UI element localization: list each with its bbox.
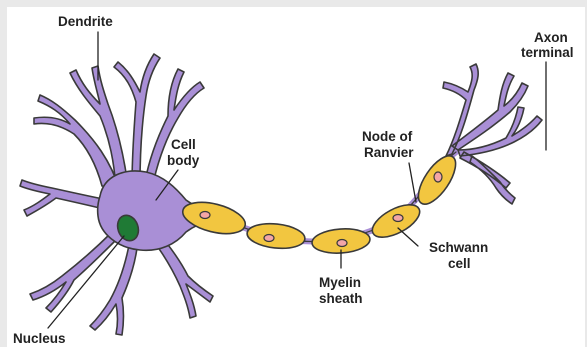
myelin-segment-2 [246,221,306,251]
label-cell-body-1: Cell [171,137,196,152]
label-cell-body-2: body [167,153,200,168]
label-node-1: Node of [362,129,413,144]
dendrite-upper-right [144,69,204,188]
label-schwann-2: cell [448,256,471,271]
label-schwann-1: Schwann [429,240,488,255]
schwann-nucleus-2 [264,235,274,242]
label-axon-terminal-1: Axon [534,30,568,45]
schwann-nucleus-5 [434,172,442,182]
label-myelin-2: sheath [319,291,363,306]
axon-terminal-branches [443,64,542,204]
dendrite-left [20,180,108,216]
label-myelin-1: Myelin [319,275,361,290]
schwann-nucleus-3 [337,240,347,247]
dendrite-lower-left [30,232,118,312]
label-axon-terminal-2: terminal [521,45,574,60]
label-dendrite: Dendrite [58,14,113,29]
schwann-nucleus-1 [200,212,210,219]
myelin-sheath-segments [180,150,463,255]
schwann-nucleus-4 [393,215,403,222]
leader-node [409,163,416,202]
leader-schwann [398,228,418,246]
label-node-2: Ranvier [364,145,414,160]
axon-terminals [443,64,542,204]
label-nucleus: Nucleus [13,331,66,346]
